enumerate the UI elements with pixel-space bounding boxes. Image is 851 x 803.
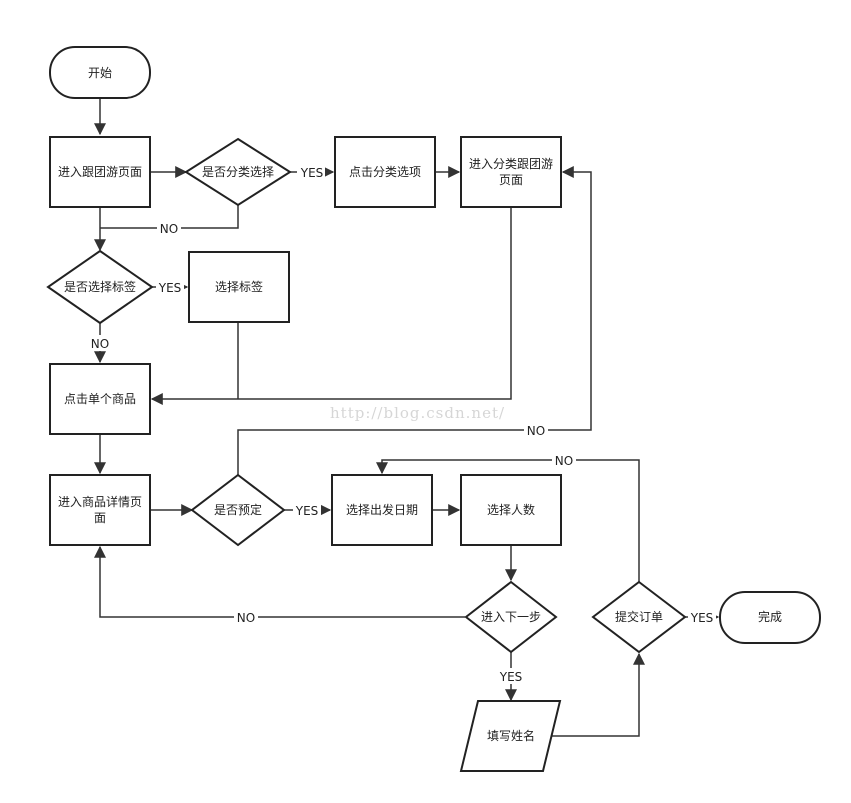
click-category-label: 点击分类选项 (349, 165, 421, 179)
click-item-box (49, 363, 151, 435)
enter-tour-page-label: 进入跟团游页面 (57, 165, 142, 179)
select-people-box (460, 474, 562, 546)
tag-decision-label: 是否选择标签 (64, 279, 136, 294)
select-tag-label: 选择标签 (215, 279, 263, 294)
click-item-label: 点击单个商品 (64, 391, 136, 406)
start-terminal (49, 46, 151, 99)
fill-name-parallelogram (459, 700, 562, 772)
watermark-text: http://blog.csdn.net/ (330, 404, 505, 422)
category-decision-label: 是否分类选择 (202, 165, 274, 179)
select-tag-box (188, 251, 290, 323)
next-step-decision-label: 进入下一步 (481, 610, 541, 624)
label-next-yes: YES (499, 670, 523, 684)
label-book-yes: YES (295, 504, 319, 518)
start-label: 开始 (88, 66, 112, 80)
edge-submit-no (376, 459, 640, 582)
submit-order-decision-label: 提交订单 (615, 609, 663, 624)
label-next-no: NO (237, 611, 255, 625)
item-detail-page-box (49, 474, 151, 546)
label-book-no: NO (527, 424, 545, 438)
done-terminal (719, 591, 821, 644)
category-tour-page-label: 进入分类跟团游页面 (468, 157, 553, 187)
label-tag-yes: YES (158, 281, 182, 295)
fill-name-label: 填写姓名 (487, 728, 535, 743)
label-tag-no: NO (91, 337, 109, 351)
enter-tour-page-box (49, 136, 151, 208)
category-tour-page-box (460, 136, 562, 208)
label-category-yes: YES (300, 166, 324, 180)
select-date-label: 选择出发日期 (346, 502, 418, 517)
label-submit-yes: YES (690, 611, 714, 625)
select-date-box (331, 474, 433, 546)
edge-fill-name-to-submit (550, 652, 645, 737)
edge-category-no (100, 205, 239, 229)
label-category-no: NO (160, 222, 178, 236)
label-submit-no: NO (555, 454, 573, 468)
submit-order-decision-diamond (591, 580, 687, 654)
book-decision-diamond (190, 473, 286, 547)
click-category-box (334, 136, 436, 208)
edge-book-no (237, 166, 592, 475)
next-step-decision-diamond (464, 580, 558, 654)
edge-category-tour-to-click-item (150, 207, 512, 405)
edge-next-no (94, 545, 465, 618)
book-decision-label: 是否预定 (214, 502, 262, 517)
select-people-label: 选择人数 (487, 502, 535, 517)
item-detail-page-label: 进入商品详情页面 (57, 495, 142, 525)
done-label: 完成 (758, 609, 782, 624)
tag-decision-diamond (46, 249, 154, 325)
category-decision-diamond (184, 137, 292, 207)
